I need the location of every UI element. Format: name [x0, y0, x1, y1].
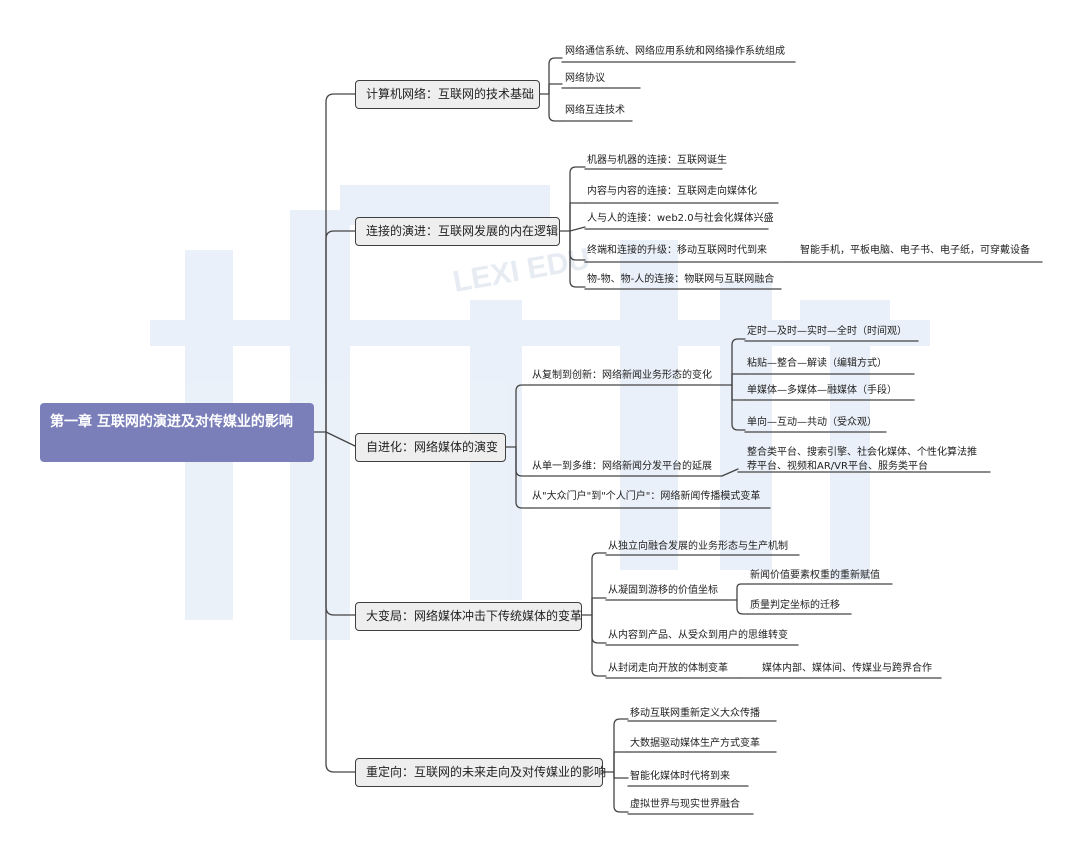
connector	[569, 202, 586, 232]
leaf-intelligent-media[interactable]: 智能化媒体时代将到来	[630, 771, 730, 782]
connector	[325, 431, 356, 773]
connector	[731, 373, 746, 386]
leaf-copy-to-innovation[interactable]: 从复制到创新：网络新闻业务形态的变化	[532, 370, 712, 381]
connector	[569, 230, 586, 288]
connector	[602, 718, 629, 773]
connector	[613, 771, 629, 813]
connector	[591, 597, 607, 616]
branch-label: 计算机网络：互联网的技术基础	[366, 87, 535, 101]
leaf-editing-mode[interactable]: 粘贴—整合—解读（编辑方式）	[747, 358, 887, 369]
leaf-independent-to-fusion[interactable]: 从独立向融合发展的业务形态与生产机制	[608, 541, 788, 552]
connector	[325, 93, 356, 433]
connector	[736, 599, 749, 615]
watermark-text: LEXI EDU	[450, 242, 592, 299]
connector	[731, 384, 746, 431]
leaf-means[interactable]: 单媒体—多媒体—融媒体（手段）	[747, 385, 897, 396]
connector	[569, 226, 586, 232]
leaf-platform-types-line1: 整合类平台、搜索引擎、社会化媒体、个性化算法推	[747, 447, 977, 458]
connector	[721, 468, 739, 477]
leaf-quality-migration[interactable]: 质量判定坐标的迁移	[750, 600, 840, 611]
leaf-network-components[interactable]: 网络通信系统、网络应用系统和网络操作系统组成	[565, 46, 785, 57]
leaf-virtual-real[interactable]: 虚拟世界与现实世界融合	[630, 799, 740, 810]
watermark-stroke	[830, 320, 870, 580]
leaf-news-value-weight[interactable]: 新闻价值要素权重的重新赋值	[750, 570, 880, 581]
branch-big-change[interactable]: 大变局：网络媒体冲击下传统媒体的变革	[355, 602, 582, 631]
connector	[505, 384, 531, 448]
connector	[613, 751, 629, 773]
leaf-single-to-multi[interactable]: 从单一到多维：网络新闻分发平台的延展	[532, 461, 712, 472]
leaf-machine-to-machine[interactable]: 机器与机器的连接：互联网诞生	[587, 155, 727, 166]
leaf-network-protocol[interactable]: 网络协议	[565, 73, 605, 84]
connector	[325, 230, 356, 433]
leaf-person-to-person[interactable]: 人与人的连接：web2.0与社会化媒体兴盛	[587, 213, 774, 224]
branch-connection-evolution[interactable]: 连接的演进：互联网发展的内在逻辑	[355, 217, 560, 246]
connector	[548, 83, 563, 95]
leaf-time-view[interactable]: 定时—及时—实时—全时（时间观）	[747, 326, 907, 337]
root-topic-label: 第一章 互联网的演进及对传媒业的影响	[50, 414, 293, 430]
connector	[613, 771, 629, 779]
leaf-mobile-upgrade[interactable]: 终端和连接的升级：移动互联网时代到来	[587, 245, 767, 256]
watermark-stroke	[620, 240, 678, 570]
connector	[539, 57, 563, 95]
branch-label: 重定向：互联网的未来走向及对传媒业的影响	[366, 765, 607, 779]
leaf-content-to-product[interactable]: 从内容到产品、从受众到用户的思维转变	[608, 630, 788, 641]
connector	[559, 166, 586, 232]
connector	[591, 614, 607, 644]
connector	[581, 552, 607, 616]
connector	[325, 431, 356, 447]
connector	[515, 446, 531, 509]
leaf-platform-types[interactable]: 整合类平台、搜索引擎、社会化媒体、个性化算法推 荐平台、视频和AR/VR平台、服…	[747, 446, 977, 474]
connector	[548, 93, 563, 122]
branch-self-evolution[interactable]: 自进化：网络媒体的演变	[355, 433, 506, 462]
leaf-iot-fusion[interactable]: 物-物、物-人的连接：物联网与互联网融合	[587, 274, 775, 285]
leaf-portal-change[interactable]: 从"大众门户"到"个人门户"：网络新闻传播模式变革	[532, 491, 761, 502]
lines	[313, 57, 1043, 815]
leaf-platform-types-line2: 荐平台、视频和AR/VR平台、服务类平台	[747, 461, 928, 472]
branch-redirection[interactable]: 重定向：互联网的未来走向及对传媒业的影响	[355, 758, 607, 787]
branch-label: 大变局：网络媒体冲击下传统媒体的变革	[366, 609, 583, 623]
branch-label: 连接的演进：互联网发展的内在逻辑	[366, 224, 559, 238]
connector	[726, 583, 749, 601]
root-topic[interactable]: 第一章 互联网的演进及对传媒业的影响	[40, 403, 314, 462]
branch-computer-network[interactable]: 计算机网络：互联网的技术基础	[355, 80, 540, 109]
leaf-mobile-mass-comm[interactable]: 移动互联网重新定义大众传播	[630, 708, 760, 719]
leaf-network-interconnect[interactable]: 网络互连技术	[565, 105, 625, 116]
leaf-cross-cooperation[interactable]: 媒体内部、媒体间、传媒业与跨界合作	[762, 663, 932, 674]
leaf-closed-to-open[interactable]: 从封闭走向开放的体制变革	[608, 663, 728, 674]
connector	[721, 338, 746, 386]
leaf-mobile-devices[interactable]: 智能手机，平板电脑、电子书、电子纸，可穿戴设备	[800, 245, 1030, 256]
leaf-value-coordinates[interactable]: 从凝固到游移的价值坐标	[608, 585, 718, 596]
leaf-big-data[interactable]: 大数据驱动媒体生产方式变革	[630, 738, 760, 749]
branch-label: 自进化：网络媒体的演变	[366, 440, 499, 454]
connector	[591, 614, 607, 677]
leaf-content-to-content[interactable]: 内容与内容的连接：互联网走向媒体化	[587, 186, 757, 197]
watermark-stroke	[720, 280, 772, 570]
leaf-audience-view[interactable]: 单向—互动—共动（受众观）	[747, 417, 877, 428]
